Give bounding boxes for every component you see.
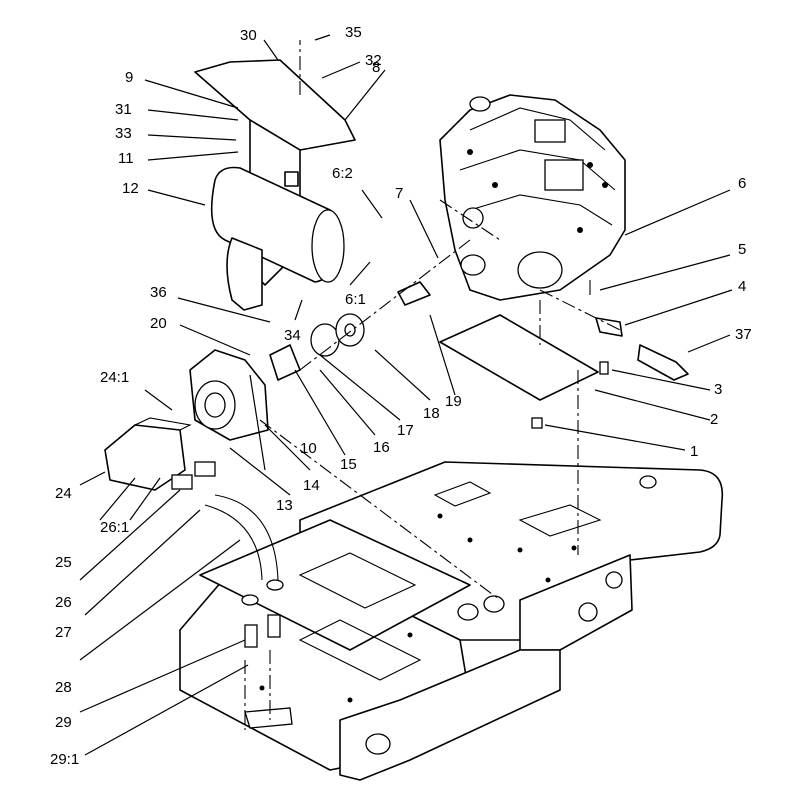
chassis-frame <box>179 461 724 781</box>
hydraulic-pump <box>104 417 192 491</box>
callout-19: 19 <box>445 393 462 410</box>
callout-16: 16 <box>373 439 390 456</box>
callout-12: 12 <box>122 180 139 197</box>
callout-13: 13 <box>276 497 293 514</box>
callout-1: 1 <box>690 443 698 460</box>
callout-5: 5 <box>738 241 746 258</box>
callout-28: 28 <box>55 679 72 696</box>
leader-lines <box>79 34 733 756</box>
callout-3: 3 <box>714 381 722 398</box>
callout-32: 32 <box>365 52 382 69</box>
callout-26: 26 <box>55 594 72 611</box>
callout-34: 34 <box>284 327 301 344</box>
callout-6: 6 <box>738 175 746 192</box>
callout-26-1: 26:1 <box>100 519 129 536</box>
callout-36: 36 <box>150 284 167 301</box>
callout-29-1: 29:1 <box>50 751 79 768</box>
bolt-with-nut <box>589 280 623 337</box>
callout-35: 35 <box>345 24 362 41</box>
callout-2: 2 <box>710 411 718 428</box>
callout-15: 15 <box>340 456 357 473</box>
callout-6-1: 6:1 <box>345 291 366 308</box>
pump-housing <box>189 349 269 441</box>
callout-11: 11 <box>118 150 134 167</box>
callout-29: 29 <box>55 714 72 731</box>
callout-4: 4 <box>738 278 746 295</box>
callout-labels: 30 35 32 8 9 31 33 11 12 6:2 7 6 5 4 37 … <box>50 24 752 768</box>
callout-24: 24 <box>55 485 72 502</box>
callout-14: 14 <box>303 477 320 494</box>
callout-37: 37 <box>735 326 752 343</box>
callout-25: 25 <box>55 554 72 571</box>
callout-8: 8 <box>372 59 380 76</box>
callout-33: 33 <box>115 125 132 142</box>
callout-7: 7 <box>395 185 403 202</box>
callout-27: 27 <box>55 624 72 641</box>
spacer-tube <box>637 344 689 381</box>
callout-31: 31 <box>115 101 132 118</box>
mounting-plate <box>439 314 609 429</box>
engine <box>439 94 626 301</box>
callout-30: 30 <box>240 27 257 44</box>
callout-6-2: 6:2 <box>332 165 353 182</box>
callout-18: 18 <box>423 405 440 422</box>
callout-10: 10 <box>300 440 317 457</box>
assembly-lines <box>244 40 621 730</box>
hoses-and-fittings <box>171 461 284 648</box>
callout-24-1: 24:1 <box>100 369 129 386</box>
callout-17: 17 <box>397 422 414 439</box>
callout-20: 20 <box>150 315 167 332</box>
muffler <box>210 166 345 311</box>
callout-9: 9 <box>125 69 133 86</box>
